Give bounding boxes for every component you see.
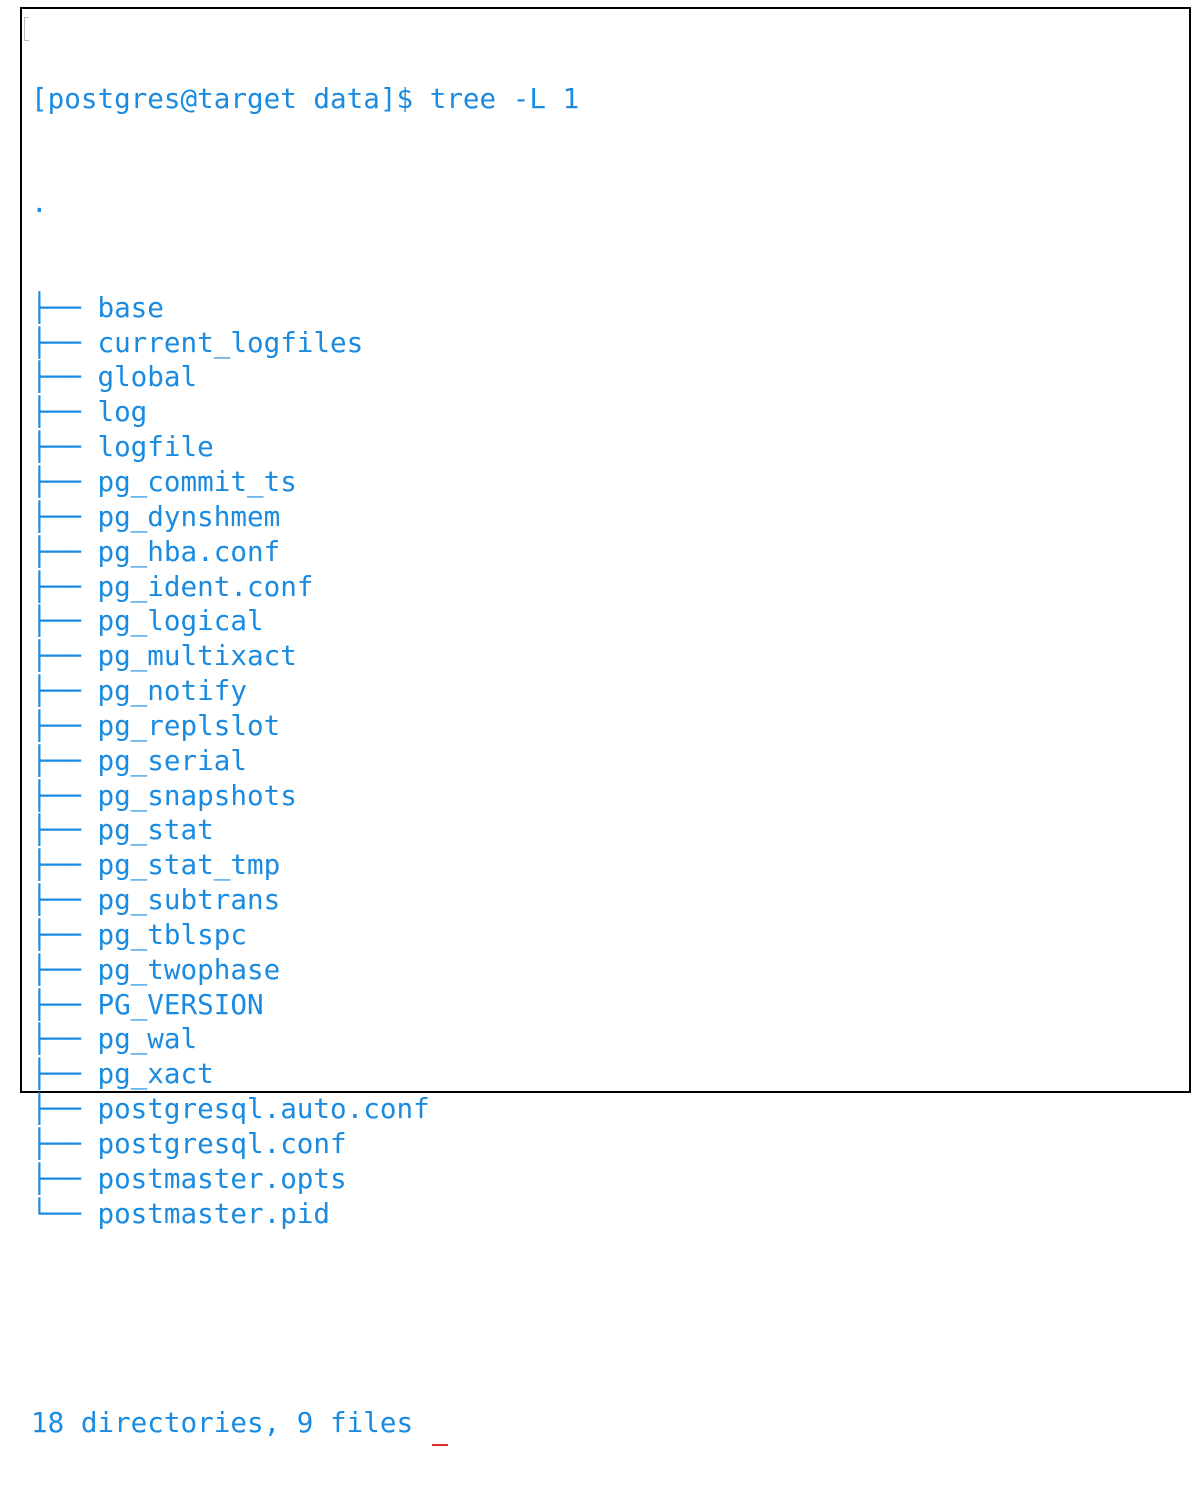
tree-entry-name: pg_serial xyxy=(97,743,247,777)
tree-entry: ├── pg_wal xyxy=(31,1022,579,1057)
tree-entry: ├── pg_subtrans xyxy=(31,883,579,918)
tree-entry: ├── base xyxy=(31,291,579,326)
tree-entry: ├── pg_logical xyxy=(31,604,579,639)
tree-entry-name: pg_subtrans xyxy=(97,883,281,917)
tree-entry-name: postmaster.opts xyxy=(97,1161,347,1195)
terminal-output: [postgres@target data]$ tree -L 1 . ├── … xyxy=(31,12,579,1510)
tree-entry-name: pg_hba.conf xyxy=(97,534,281,568)
tree-branch: ├── xyxy=(31,569,98,603)
tree-branch: ├── xyxy=(31,1127,98,1160)
tree-entry: ├── logfile xyxy=(31,430,579,465)
tree-entry: ├── pg_notify xyxy=(31,674,579,709)
tree-entry-name: pg_commit_ts xyxy=(97,464,297,498)
tree-branch: ├── xyxy=(31,743,98,777)
tree-entry: ├── pg_stat xyxy=(31,813,579,848)
tree-entry: ├── pg_dynshmem xyxy=(31,500,579,535)
command-prompt-line: [postgres@target data]$ tree -L 1 xyxy=(31,81,580,115)
tree-entry-name: pg_tblspc xyxy=(97,917,247,951)
tree-entry-name: global xyxy=(97,360,198,394)
tree-branch: ├── xyxy=(31,639,98,673)
tree-entry-name: PG_VERSION xyxy=(97,987,264,1021)
tree-branch: ├── xyxy=(31,464,98,498)
tree-entry-name: base xyxy=(97,290,164,324)
tree-entry: ├── pg_hba.conf xyxy=(31,535,579,570)
summary-line: 18 directories, 9 files xyxy=(31,1405,579,1446)
tree-entry: ├── current_logfiles xyxy=(31,326,579,361)
tree-entry-name: pg_stat xyxy=(97,813,214,847)
tree-branch: ├── xyxy=(31,1092,98,1126)
tree-branch: ├── xyxy=(31,395,98,429)
tree-branch: ├── xyxy=(31,1161,98,1195)
tree-entry-name: postmaster.pid xyxy=(97,1196,331,1230)
tree-branch: ├── xyxy=(31,848,98,882)
tree-entry: ├── pg_stat_tmp xyxy=(31,848,579,883)
tree-branch: ├── xyxy=(31,290,98,324)
tree-entry: ├── postmaster.opts xyxy=(31,1162,579,1197)
tree-entry: ├── PG_VERSION xyxy=(31,988,579,1023)
tree-branch: ├── xyxy=(31,883,98,917)
tree-branch: ├── xyxy=(31,674,98,708)
tree-branch: ├── xyxy=(31,708,98,742)
selection-marker xyxy=(24,17,29,41)
tree-entry-name: pg_ident.conf xyxy=(97,569,314,603)
blank-line xyxy=(31,1301,579,1336)
tree-branch: ├── xyxy=(31,917,98,951)
tree-entry: ├── postgresql.conf xyxy=(31,1127,579,1162)
text-cursor xyxy=(431,1443,448,1446)
tree-branch: ├── xyxy=(31,499,98,533)
tree-entry-name: pg_xact xyxy=(97,1057,214,1091)
tree-entry-name: logfile xyxy=(97,430,214,464)
tree-entry: ├── log xyxy=(31,395,579,430)
tree-entry-name: pg_dynshmem xyxy=(97,499,281,533)
tree-branch: └── xyxy=(31,1196,98,1230)
tree-entry-name: pg_replslot xyxy=(97,708,281,742)
tree-entry: ├── pg_ident.conf xyxy=(31,570,579,605)
tree-branch: ├── xyxy=(31,360,98,394)
tree-branch: ├── xyxy=(31,778,98,812)
tree-entry-name: log xyxy=(97,395,148,429)
tree-entry-name: pg_wal xyxy=(97,1022,198,1056)
terminal-window[interactable]: [postgres@target data]$ tree -L 1 . ├── … xyxy=(20,7,1191,1446)
tree-entry: ├── pg_commit_ts xyxy=(31,465,579,500)
tree-branch: ├── xyxy=(31,987,98,1021)
tree-entry-name: pg_snapshots xyxy=(97,778,297,812)
tree-entry-name: pg_multixact xyxy=(97,639,297,673)
tree-entry: └── postmaster.pid xyxy=(31,1197,579,1232)
tree-entry-name: pg_stat_tmp xyxy=(97,848,281,882)
tree-entry: ├── pg_serial xyxy=(31,744,579,779)
tree-entry: ├── pg_xact xyxy=(31,1057,579,1092)
tree-entry-name: postgresql.auto.conf xyxy=(97,1092,430,1126)
tree-branch: ├── xyxy=(31,952,98,986)
tree-entry: ├── pg_multixact xyxy=(31,639,579,674)
tree-entry-name: pg_logical xyxy=(97,604,264,638)
tree-entry-name: postgresql.conf xyxy=(97,1127,347,1160)
tree-branch: ├── xyxy=(31,325,98,359)
tree-branch: ├── xyxy=(31,534,98,568)
tree-entry: ├── pg_twophase xyxy=(31,953,579,988)
tree-branch: ├── xyxy=(31,604,98,638)
tree-branch: ├── xyxy=(31,1022,98,1056)
tree-entry: ├── postgresql.auto.conf xyxy=(31,1092,579,1127)
summary-text: 18 directories, 9 files xyxy=(31,1405,414,1439)
tree-branch: ├── xyxy=(31,1057,98,1091)
tree-entry: ├── pg_tblspc xyxy=(31,918,579,953)
tree-entry-name: pg_twophase xyxy=(97,952,281,986)
tree-entry: ├── global xyxy=(31,360,579,395)
tree-root: . xyxy=(31,186,48,220)
tree-entry-name: current_logfiles xyxy=(97,325,364,359)
tree-branch: ├── xyxy=(31,813,98,847)
tree-entry: ├── pg_replslot xyxy=(31,709,579,744)
tree-entry-name: pg_notify xyxy=(97,674,247,708)
tree-entry: ├── pg_snapshots xyxy=(31,779,579,814)
tree-branch: ├── xyxy=(31,430,98,464)
tree-entries: ├── base├── current_logfiles├── global├─… xyxy=(31,291,579,1232)
